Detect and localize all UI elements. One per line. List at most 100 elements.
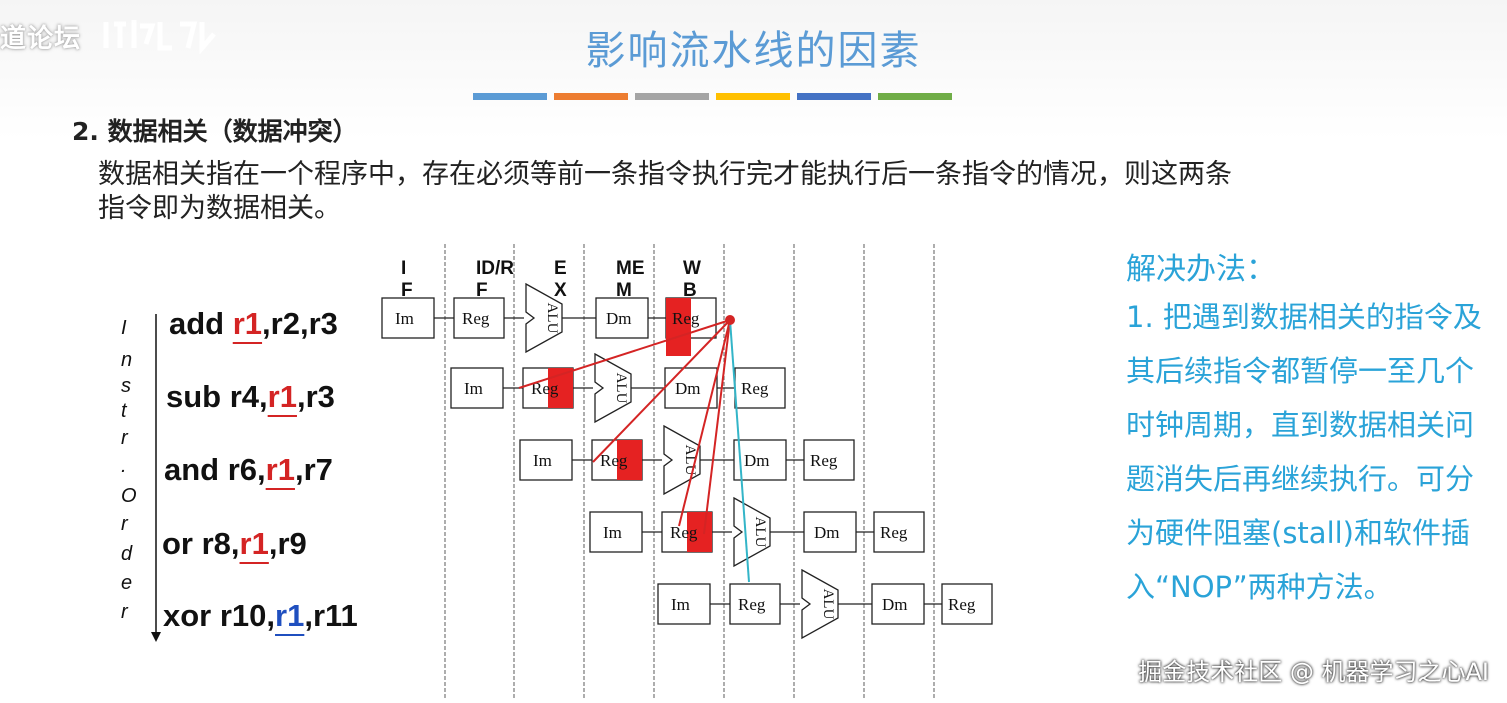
axis-letter: t [121, 400, 128, 422]
dm-box [733, 439, 787, 481]
dependent-register: r1 [266, 452, 295, 487]
instruction-text: sub r4,r1,r3 [166, 379, 335, 414]
dm-label: Dm [744, 451, 770, 470]
im-label: Im [671, 595, 690, 614]
dependent-register: r1 [240, 526, 269, 561]
axis-letter: n [121, 349, 132, 371]
reg-write-box [734, 367, 786, 409]
instruction-text: or r8,r1,r9 [162, 526, 307, 561]
definition-paragraph: 数据相关指在一个程序中，存在必须等前一条指令执行完才能执行后一条指令的情况，则这… [98, 159, 1232, 224]
alu-label: ALU [613, 373, 629, 404]
axis-letter: I [121, 317, 127, 339]
stage-header-line2: B [683, 280, 697, 301]
stage-header-line2: M [616, 280, 632, 301]
reg-read-highlight [617, 440, 642, 480]
alu-shape [733, 496, 771, 568]
hazard-dependency-line [703, 319, 731, 535]
instruction-mnemonic: or r8, [162, 526, 240, 561]
im-label: Im [533, 451, 552, 470]
accent-bar [554, 93, 628, 100]
dm-label: Dm [814, 523, 840, 542]
axis-letter: r [121, 427, 129, 449]
dm-label: Dm [882, 595, 908, 614]
accent-bar [635, 93, 709, 100]
axis-letter: O [121, 485, 137, 507]
corner-logo [103, 20, 216, 54]
im-box [657, 583, 711, 625]
stage-header: I [401, 258, 406, 279]
alu-shape [594, 352, 632, 424]
instruction-operands: ,r7 [295, 452, 333, 487]
alu-label: ALU [752, 517, 768, 548]
reg-write-box [803, 439, 855, 481]
reg-read-label: Reg [670, 523, 698, 542]
instruction-operands: ,r3 [297, 379, 335, 414]
reg-write-label: Reg [880, 523, 908, 542]
alu-label: ALU [544, 303, 560, 334]
stage-header-line2: X [554, 280, 567, 301]
hazard-dependency-line [592, 319, 731, 463]
instruction-text: and r6,r1,r7 [164, 452, 333, 487]
instruction-mnemonic: and r6, [164, 452, 266, 487]
dependent-register: r1 [275, 598, 304, 633]
reg-write-label: Reg [948, 595, 976, 614]
stage-header: W [683, 258, 701, 279]
reg-write-box [873, 511, 925, 553]
im-label: Im [603, 523, 622, 542]
dependent-register: r1 [268, 379, 297, 414]
axis-letter: d [121, 543, 133, 565]
order-axis-arrowhead [151, 632, 161, 642]
dm-box [595, 297, 649, 339]
accent-bar [716, 93, 790, 100]
dm-label: Dm [606, 309, 632, 328]
reg-read-label: Reg [600, 451, 628, 470]
axis-letter: r [121, 601, 129, 623]
stage-header-line2: F [476, 280, 488, 301]
platform-watermark: 掘金技术社区 @ 机器学习之心AI [1138, 658, 1489, 686]
im-label: Im [395, 309, 414, 328]
section-heading: 2. 数据相关（数据冲突） [72, 117, 358, 146]
hazard-dependency-line [678, 319, 731, 527]
axis-letter: e [121, 572, 132, 594]
reg-read-label: Reg [462, 309, 490, 328]
im-label: Im [464, 379, 483, 398]
im-box [519, 439, 573, 481]
reg-write-label: Reg [672, 309, 700, 328]
title-accent-bars [473, 93, 955, 100]
writeback-point [725, 315, 735, 325]
reg-write-label: Reg [810, 451, 838, 470]
resolved-dependency-line [729, 319, 750, 583]
axis-letter: s [121, 375, 131, 397]
instruction-operands: ,r9 [269, 526, 307, 561]
hazard-dependency-line [518, 319, 731, 389]
solution-body: 1. 把遇到数据相关的指令及其后续指令都暂停一至几个时钟周期，直到数据相关问题消… [1126, 300, 1482, 604]
instruction-text: xor r10,r1,r11 [163, 598, 358, 633]
stage-header: ID/R [476, 258, 514, 279]
instruction-mnemonic: xor r10, [163, 598, 275, 633]
axis-letter: . [121, 455, 127, 477]
accent-bar [797, 93, 871, 100]
reg-write-label: Reg [741, 379, 769, 398]
corner-watermark-text: 道论坛 [0, 24, 82, 54]
dm-label: Dm [675, 379, 701, 398]
dm-box [871, 583, 925, 625]
im-box [381, 297, 435, 339]
reg-read-label: Reg [738, 595, 766, 614]
accent-bar [878, 93, 952, 100]
instruction-text: add r1,r2,r3 [169, 306, 338, 341]
stage-header: E [554, 258, 567, 279]
dependent-register: r1 [233, 306, 262, 341]
alu-shape [525, 282, 563, 354]
reg-write-highlight [666, 298, 691, 356]
reg-read-label: Reg [531, 379, 559, 398]
instruction-operands: ,r11 [304, 598, 357, 633]
stage-header: ME [616, 258, 645, 279]
reg-read-highlight [687, 512, 712, 552]
axis-letter: r [121, 513, 129, 535]
accent-bar [473, 93, 547, 100]
instruction-operands: ,r2,r3 [262, 306, 338, 341]
alu-shape [801, 568, 839, 640]
reg-write-box [941, 583, 993, 625]
